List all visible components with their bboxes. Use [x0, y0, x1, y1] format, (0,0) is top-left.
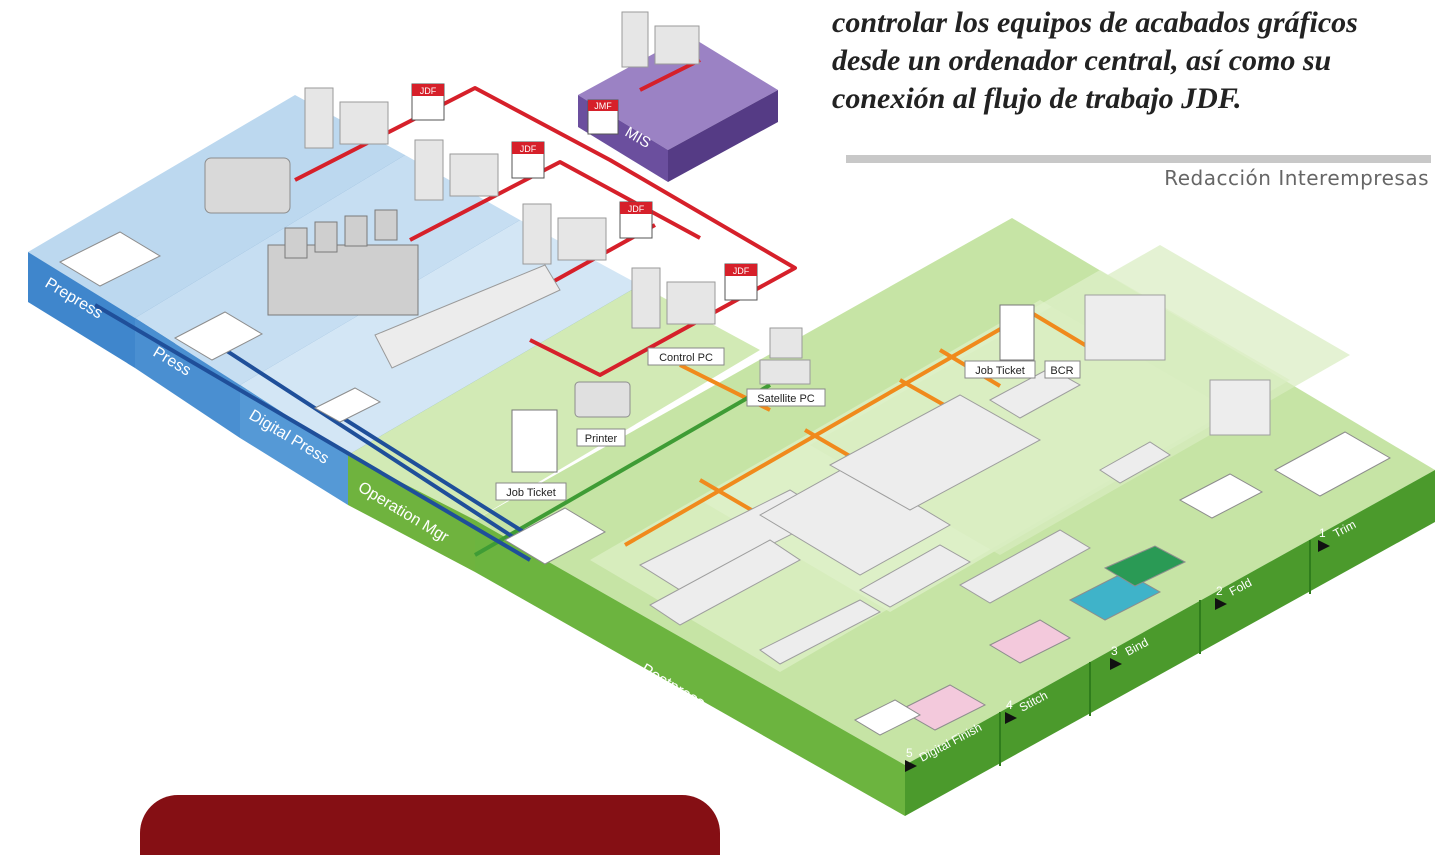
jdf-file-badge: JDF	[411, 83, 445, 121]
article-byline: Redacción Interempresas	[1164, 166, 1429, 190]
svg-text:Satellite PC: Satellite PC	[757, 393, 815, 405]
svg-text:Job Ticket: Job Ticket	[506, 487, 556, 499]
svg-text:JDF: JDF	[420, 86, 437, 96]
jdf-file-badge: JDF	[724, 263, 758, 301]
svg-text:Control PC: Control PC	[659, 352, 713, 364]
section-tab	[140, 795, 720, 855]
svg-text:3: 3	[1111, 644, 1118, 658]
svg-text:BCR: BCR	[1050, 365, 1073, 377]
label-job-ticket-postpress: Job Ticket	[964, 360, 1036, 379]
job-ticket-icon	[511, 304, 1035, 473]
label-control-pc: Control PC	[647, 347, 725, 366]
svg-text:Printer: Printer	[585, 433, 618, 445]
postpress-step-dividers	[999, 540, 1311, 766]
printer-icon	[574, 381, 631, 418]
label-bcr: BCR	[1044, 360, 1081, 379]
byline-divider	[846, 155, 1431, 163]
svg-text:JDF: JDF	[520, 144, 537, 154]
paper-stacks-icon	[58, 231, 1392, 736]
prepress-link-lines	[93, 303, 532, 562]
satellite-pc-icon	[759, 327, 811, 385]
jmf-file-badge: JMF	[587, 99, 619, 135]
operation-link-line	[474, 383, 771, 557]
workstation-icon	[304, 11, 716, 329]
svg-text:4: 4	[1006, 698, 1013, 712]
svg-text:Job Ticket: Job Ticket	[975, 365, 1025, 377]
article-headline: controlar los equipos de acabados gráfic…	[832, 6, 1358, 115]
svg-text:5: 5	[906, 746, 913, 760]
label-job-ticket: Job Ticket	[495, 482, 567, 501]
finishing-machines-icon	[638, 294, 1271, 665]
svg-text:JDF: JDF	[628, 204, 645, 214]
svg-text:JDF: JDF	[733, 266, 750, 276]
svg-text:JMF: JMF	[594, 101, 612, 111]
jdf-file-badge: JDF	[511, 141, 545, 179]
jdf-file-badge: JDF	[619, 201, 653, 239]
jdf-workflow-diagram: JDF JDF JDF JDF JMF Prepress Press Digit…	[28, 11, 1435, 816]
label-printer: Printer	[576, 428, 626, 447]
svg-text:1: 1	[1319, 526, 1326, 540]
digital-press-icon	[374, 264, 561, 369]
label-satellite-pc: Satellite PC	[746, 388, 826, 407]
offset-press-icon	[267, 209, 419, 316]
svg-text:2: 2	[1216, 584, 1223, 598]
platesetter-icon	[204, 157, 291, 214]
diagram-canvas: JDF JDF JDF JDF JMF Prepress Press Digit…	[28, 11, 1435, 816]
